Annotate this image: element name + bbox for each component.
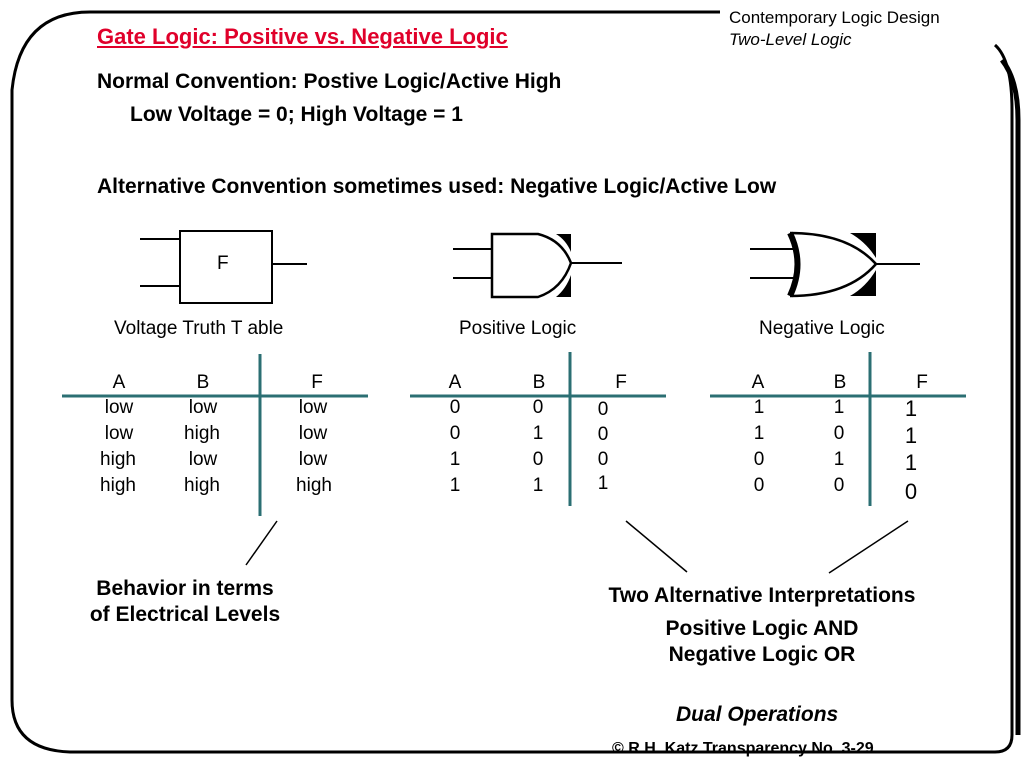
table-cell: 0	[449, 397, 461, 418]
table-cell: 0	[597, 449, 609, 470]
table-cell: 0	[597, 424, 609, 445]
or-gate-symbol	[750, 231, 920, 298]
table-cell: 1	[833, 449, 845, 470]
table-cell: 1	[597, 473, 609, 494]
pointer-lines	[245, 520, 909, 574]
slide-title: Gate Logic: Positive vs. Negative Logic	[97, 24, 508, 49]
alternative-convention: Alternative Convention sometimes used: N…	[97, 175, 777, 198]
chapter-name: Two-Level Logic	[729, 30, 852, 49]
table-header: A	[751, 372, 765, 393]
table-cell: 0	[833, 423, 845, 444]
table-cell: low	[104, 423, 134, 444]
table-cell: 0	[532, 449, 544, 470]
table-cell: 1	[753, 397, 765, 418]
table-header: F	[311, 372, 323, 393]
table-header: B	[532, 372, 546, 393]
slide-border	[10, 10, 1014, 754]
table-cell: 0	[753, 475, 765, 496]
table-cell: 1	[532, 475, 544, 496]
table-header: F	[615, 372, 627, 393]
table-cell: low	[188, 449, 218, 470]
table-cell: high	[184, 475, 220, 496]
table-cell: low	[298, 397, 328, 418]
table-header: B	[833, 372, 847, 393]
interpretations-note: Two Alternative Interpretations	[608, 584, 916, 607]
table-cell: 1	[449, 475, 461, 496]
table-cell: 0	[753, 449, 765, 470]
table-header: A	[448, 372, 462, 393]
electrical-note-line1: Behavior in terms	[96, 577, 274, 600]
table-cell: low	[298, 449, 328, 470]
dual-operations-note: Dual Operations	[676, 703, 839, 726]
table-header: F	[916, 372, 928, 393]
course-name: Contemporary Logic Design	[729, 8, 940, 27]
table-cell: low	[188, 397, 218, 418]
normal-convention-heading: Normal Convention: Postive Logic/Active …	[97, 70, 562, 93]
table-cell: high	[100, 449, 136, 470]
normal-convention-detail: Low Voltage = 0; High Voltage = 1	[130, 103, 463, 126]
table-cell: high	[184, 423, 220, 444]
table-cell: 1	[904, 396, 918, 421]
table-cell: 0	[449, 423, 461, 444]
positive-caption: Positive Logic	[459, 318, 577, 339]
voltage-caption: Voltage Truth T able	[114, 318, 284, 339]
table-cell: 1	[449, 449, 461, 470]
table-cell: low	[298, 423, 328, 444]
table-cell: 1	[753, 423, 765, 444]
table-cell: low	[104, 397, 134, 418]
negative-or-note: Negative Logic OR	[668, 643, 856, 666]
table-cell: high	[296, 475, 332, 496]
box-diagram	[140, 230, 307, 304]
box-label: F	[217, 253, 229, 274]
table-cell: 1	[532, 423, 544, 444]
electrical-note-line2: of Electrical Levels	[89, 603, 281, 626]
table-cell: 1	[833, 397, 845, 418]
table-header: B	[196, 372, 210, 393]
table-header: A	[112, 372, 126, 393]
and-gate-symbol	[453, 232, 622, 299]
table-cell: high	[100, 475, 136, 496]
footer-copyright: © R.H. Katz Transparency No. 3-29	[612, 740, 874, 757]
table-cell: 0	[833, 475, 845, 496]
negative-caption: Negative Logic	[759, 318, 885, 339]
table-cell: 0	[597, 399, 609, 420]
positive-and-note: Positive Logic AND	[665, 617, 859, 640]
slide-border-shadow	[999, 58, 1021, 735]
table-cell: 0	[904, 479, 918, 504]
table-cell: 0	[532, 397, 544, 418]
table-rules	[62, 352, 966, 516]
table-cell: 1	[904, 450, 918, 475]
table-cell: 1	[904, 423, 918, 448]
